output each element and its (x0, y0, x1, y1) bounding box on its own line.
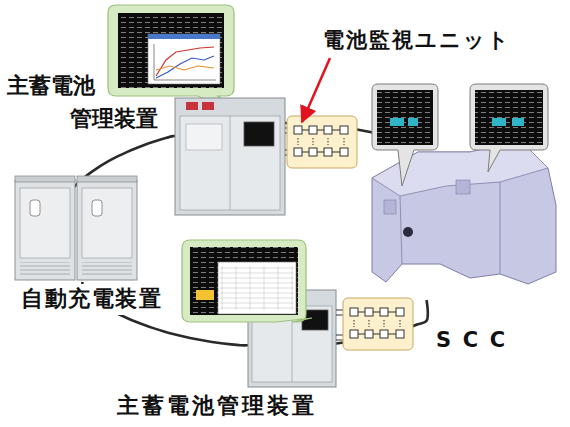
battery-monitor-unit (285, 116, 357, 168)
device-label: 主蓄電池管理装置 (117, 391, 317, 422)
device-label: SCC (436, 326, 517, 355)
screen-callout (182, 240, 312, 322)
callout-label: 電池監視ユニット (323, 27, 511, 53)
battery-monitor-unit (336, 298, 413, 350)
ring-connector (73, 136, 175, 188)
management-panel-node: 主蓄電池 管理装置 (175, 95, 285, 215)
charger-cabinet (15, 176, 137, 280)
device-label: 主蓄電池 管理装置 (7, 69, 170, 135)
screen-callout (372, 84, 548, 186)
device-label: 自動充電装置 (21, 284, 162, 315)
management-panel (175, 98, 285, 215)
callout-arrow (302, 58, 330, 122)
charger-node: 自動充電装置 (15, 178, 137, 282)
management-panel-node: 主蓄電池管理装置 (248, 290, 336, 387)
scc-node: SCC (370, 120, 556, 300)
